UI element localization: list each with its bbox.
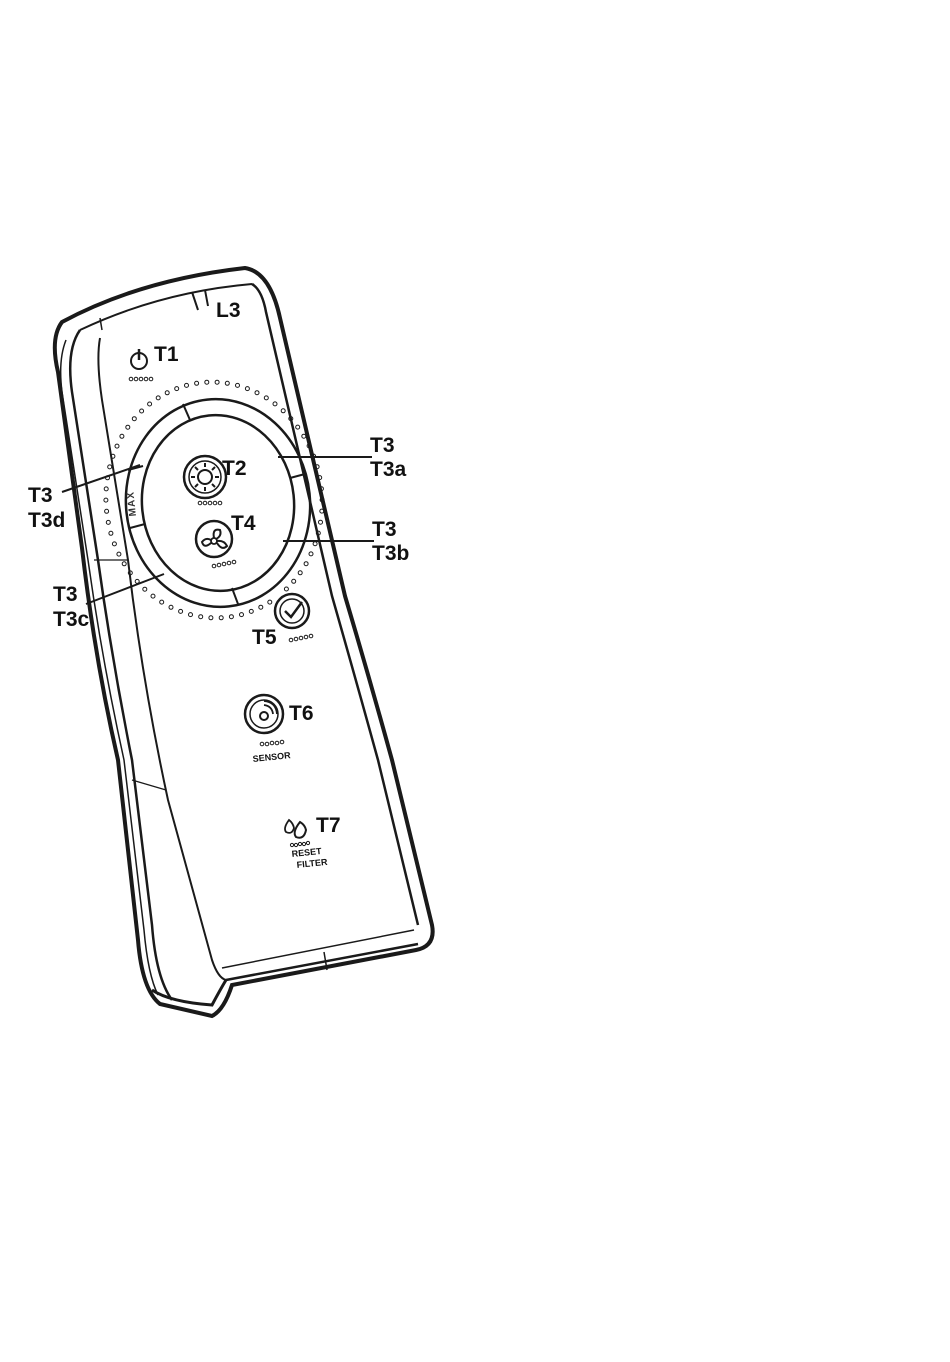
- label-t5: T5: [252, 626, 277, 649]
- ring-dot: [281, 409, 285, 413]
- sensor-icon: [250, 700, 278, 728]
- ring-dot: [205, 380, 209, 384]
- ring-dot: [179, 609, 183, 613]
- ring-dot: [225, 381, 229, 385]
- ring-dot: [240, 613, 244, 617]
- ring-dot: [245, 387, 249, 391]
- label-t3-c: T3: [53, 583, 78, 606]
- label-t3-a: T3: [370, 434, 395, 457]
- label-t1: T1: [154, 343, 179, 366]
- t1-led-dots: [129, 377, 153, 381]
- label-t3-d: T3: [28, 484, 53, 507]
- ring-dot: [140, 409, 144, 413]
- ring-dot: [160, 600, 164, 604]
- ring-dot: [195, 381, 199, 385]
- ring-dot: [151, 594, 155, 598]
- ring-dot: [229, 615, 233, 619]
- ring-dot: [148, 402, 152, 406]
- ring-dot: [273, 402, 277, 406]
- label-t3a: T3a: [370, 458, 407, 481]
- t5-check-button[interactable]: [275, 594, 313, 642]
- ring-dot: [302, 434, 306, 438]
- label-t3b: T3b: [372, 542, 409, 565]
- ring-dot: [298, 571, 302, 575]
- ring-dot: [106, 520, 110, 524]
- ring-dot: [236, 383, 240, 387]
- segment-divider-left-lower: [130, 524, 145, 528]
- ring-dot: [143, 587, 147, 591]
- segment-divider-right: [290, 474, 305, 478]
- ring-dot: [292, 579, 296, 583]
- label-t4: T4: [231, 512, 256, 535]
- ring-dot: [209, 616, 213, 620]
- ring-dot: [284, 587, 288, 591]
- t4-fan-button[interactable]: [196, 521, 236, 568]
- remote-body: [55, 268, 433, 1016]
- t2-led-dots: [198, 501, 222, 505]
- ring-dot: [264, 396, 268, 400]
- label-t2: T2: [222, 457, 247, 480]
- label-t6: T6: [289, 702, 314, 725]
- label-t3d: T3d: [28, 509, 65, 532]
- max-label: MAX: [125, 491, 139, 517]
- light-icon: [189, 461, 221, 493]
- ring-dot: [313, 542, 317, 546]
- ring-dot: [296, 425, 300, 429]
- ring-dot: [175, 387, 179, 391]
- ring-dot: [165, 391, 169, 395]
- ring-dot: [105, 509, 109, 513]
- ring-dot: [104, 487, 108, 491]
- ring-dot: [169, 605, 173, 609]
- ring-dot: [185, 383, 189, 387]
- label-l3: L3: [216, 299, 241, 322]
- segment-divider-top: [183, 404, 190, 420]
- filter-text: FILTER: [296, 857, 328, 870]
- t6-led-dots: [260, 740, 284, 746]
- ring-dot: [126, 425, 130, 429]
- ring-dot: [309, 552, 313, 556]
- ring-dot: [122, 562, 126, 566]
- ring-dot: [115, 444, 119, 448]
- ring-dot: [255, 391, 259, 395]
- ring-dot: [259, 605, 263, 609]
- leader-t3c: [86, 574, 164, 604]
- power-icon: [131, 349, 147, 369]
- t2-light-button[interactable]: [184, 456, 226, 505]
- ring-dot: [304, 562, 308, 566]
- ring-dot: [112, 542, 116, 546]
- ring-dot: [215, 380, 219, 384]
- ring-dot: [109, 531, 113, 535]
- ring-dot: [108, 465, 112, 469]
- ring-dot: [249, 609, 253, 613]
- label-t7: T7: [316, 814, 341, 837]
- ring-dot: [319, 520, 323, 524]
- t7-led-dots: [290, 841, 309, 846]
- sensor-text: SENSOR: [252, 750, 291, 764]
- ring-dot: [120, 434, 124, 438]
- ring-dot: [104, 498, 108, 502]
- t5-led-dots: [289, 634, 313, 642]
- ring-dot: [189, 613, 193, 617]
- label-t3-b: T3: [372, 518, 397, 541]
- t1-power-button[interactable]: [129, 349, 153, 381]
- t6-sensor-button[interactable]: SENSOR: [245, 695, 292, 764]
- ring-dot: [268, 600, 272, 604]
- fan-icon: [202, 530, 227, 548]
- filter-drops-icon: [285, 820, 306, 838]
- ring-dot: [219, 616, 223, 620]
- checkmark-icon: [280, 599, 304, 623]
- ring-dot: [117, 552, 121, 556]
- label-t3c: T3c: [53, 608, 90, 631]
- ring-dot: [199, 615, 203, 619]
- ring-dot: [156, 396, 160, 400]
- ring-dot: [132, 417, 136, 421]
- t4-led-dots: [212, 560, 236, 568]
